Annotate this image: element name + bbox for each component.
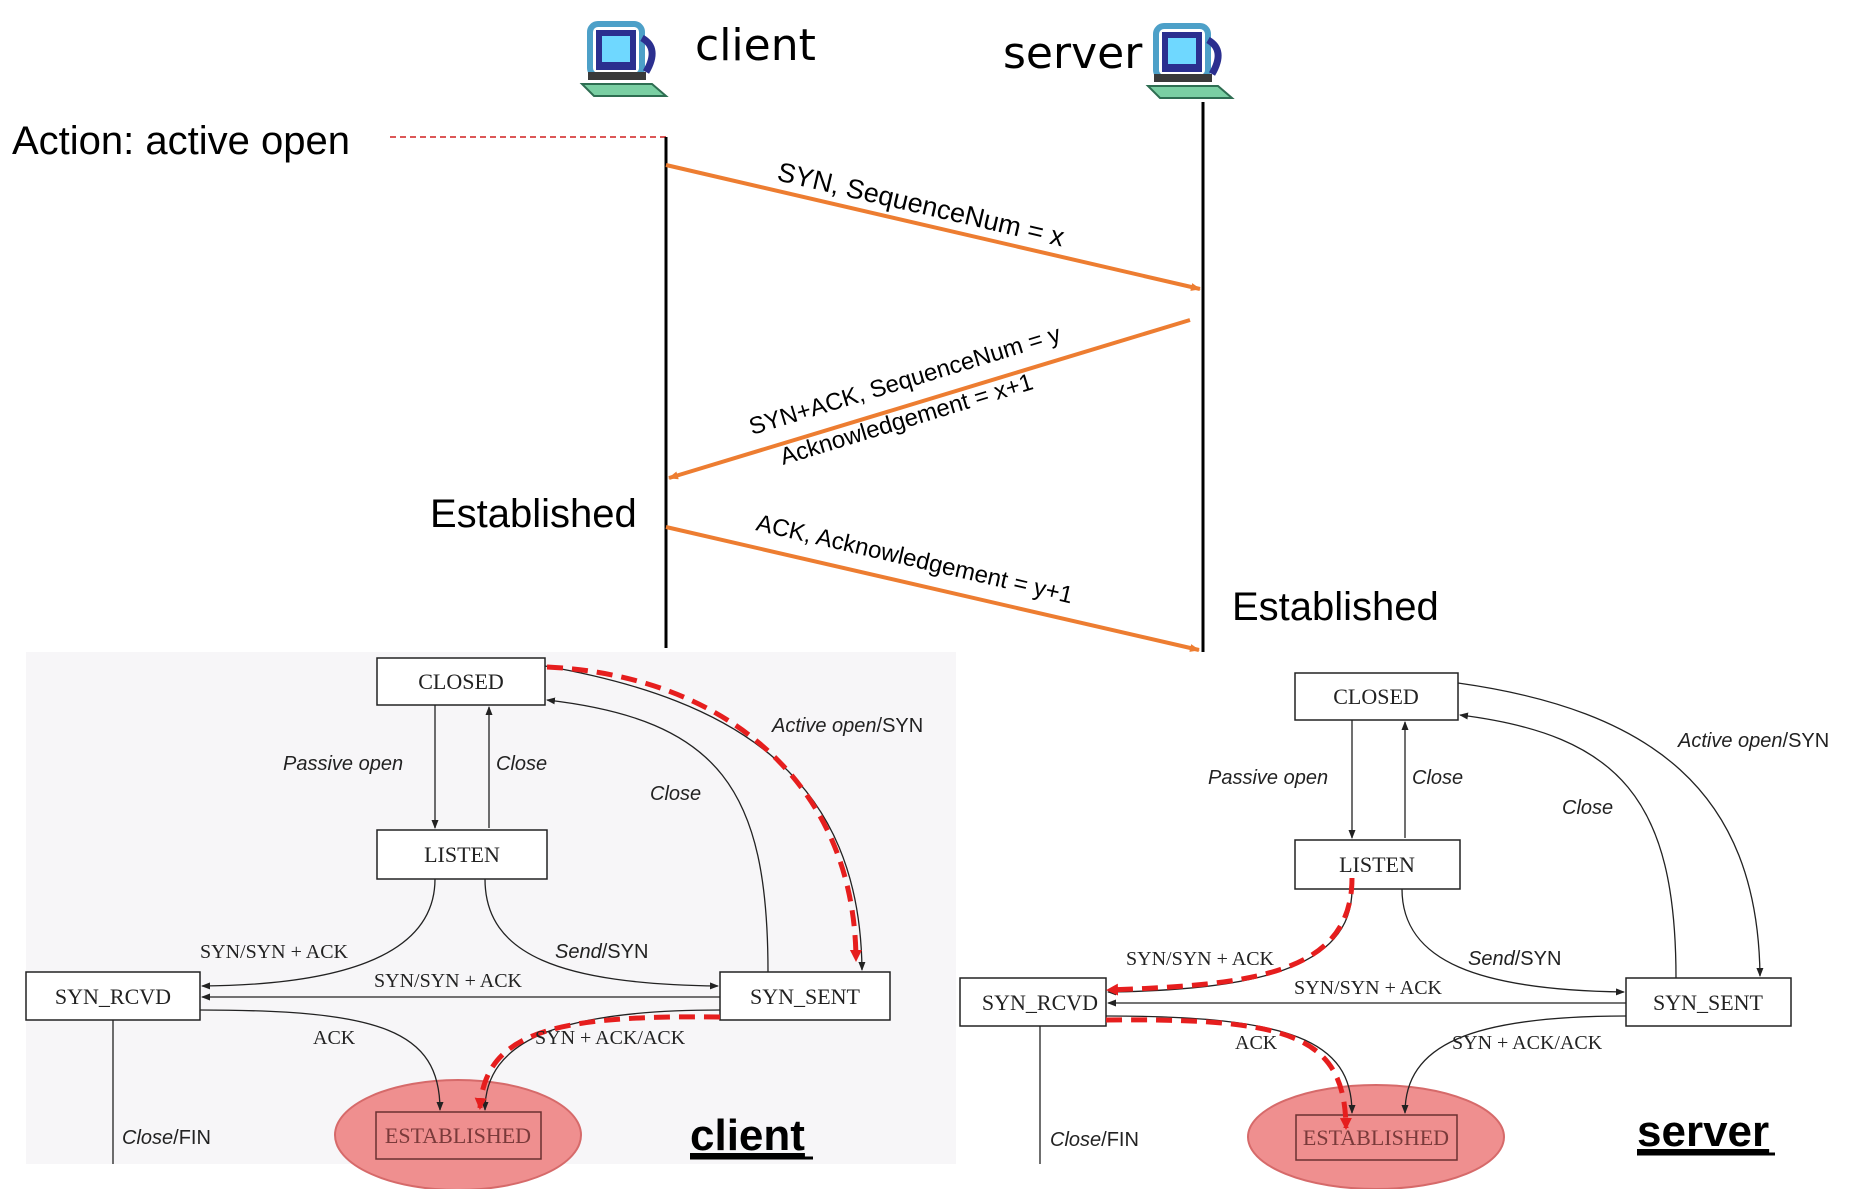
syn-arrow [665, 163, 1201, 291]
server-closed-to-synsent [1457, 682, 1764, 977]
server-listen-label: LISTEN [1339, 852, 1415, 877]
client-closed-box [376, 657, 546, 706]
client-syn-synack-label-1: SYN/SYN + ACK [200, 941, 349, 963]
ack-arrow [665, 525, 1200, 652]
client-synsent-to-closed [546, 697, 769, 973]
client-closed-label: CLOSED [418, 669, 504, 694]
server-closed-label: CLOSED [1333, 684, 1419, 709]
server-syn-synack-label-1: SYN/SYN + ACK [1126, 948, 1275, 970]
client-highlight-closed-to-synsent [546, 664, 862, 962]
server-close-label-2: Close [1562, 797, 1613, 819]
server-active-open-label: Active open/SYN [1677, 730, 1829, 752]
server-synrcvd-box [959, 977, 1107, 1027]
client-syn-synack-label-2: SYN/SYN + ACK [374, 970, 523, 992]
client-ack-label: ACK [313, 1027, 356, 1049]
server-close-label-1: Close [1412, 767, 1463, 789]
server-synrcvd-label: SYN_RCVD [982, 990, 1098, 1015]
server-computer-icon [1148, 26, 1232, 98]
syn-message-label: SYN, SequenceNum = x [775, 157, 1068, 253]
server-syn-synack-label-2: SYN/SYN + ACK [1294, 977, 1443, 999]
client-send-syn-label: Send/SYN [555, 941, 648, 963]
client-listen-to-synsent [484, 878, 719, 990]
client-synsent-box [719, 971, 891, 1021]
client-synrcvd-to-established [199, 1009, 444, 1111]
server-close-fin-label: Close/FIN [1050, 1129, 1139, 1151]
server-established-label: Established [1232, 585, 1439, 629]
client-established-highlight [334, 1079, 582, 1189]
client-synack-ack-label: SYN + ACK/ACK [535, 1027, 686, 1049]
server-synsent-to-closed [1459, 712, 1677, 979]
server-synack-ack-label: SYN + ACK/ACK [1452, 1032, 1603, 1054]
server-synsent-box [1625, 977, 1792, 1027]
server-listen-to-synsent [1401, 888, 1625, 996]
client-close-fin-label: Close/FIN [122, 1127, 211, 1149]
client-listen-label: LISTEN [424, 842, 500, 867]
client-established-box [375, 1111, 542, 1160]
server-passive-open-label: Passive open [1208, 767, 1328, 789]
client-caption: client [690, 1111, 805, 1160]
server-state-diagram: CLOSED LISTEN SYN_RCVD SYN_SENT ESTABLIS… [959, 652, 1862, 1189]
client-computer-icon [582, 24, 666, 96]
client-established-label: Established [430, 492, 637, 536]
synack-arrow [668, 318, 1191, 480]
server-panel-bg [960, 652, 1862, 1164]
server-synsent-to-established [1401, 1015, 1627, 1114]
client-synsent-label: SYN_SENT [750, 984, 861, 1009]
server-send-syn-label: Send/SYN [1468, 948, 1561, 970]
server-established-highlight [1247, 1084, 1505, 1189]
server-highlight-synrcvd-to-established [1105, 1017, 1352, 1130]
server-listen-box [1294, 839, 1461, 890]
server-highlight-listen-to-synrcvd [1106, 877, 1355, 996]
client-state-diagram: CLOSED LISTEN SYN_RCVD SYN_SENT ESTABLIS… [25, 652, 956, 1189]
server-established-box [1295, 1114, 1458, 1161]
client-established-label-state: ESTABLISHED [385, 1123, 531, 1148]
server-header-label: server [1003, 28, 1143, 79]
client-active-open-label: Active open/SYN [771, 715, 923, 737]
server-ack-label: ACK [1235, 1032, 1278, 1054]
server-caption: server [1637, 1107, 1769, 1156]
client-listen-to-synrcvd [201, 878, 436, 990]
client-highlight-synsent-to-established [474, 1014, 721, 1110]
server-established-label-state: ESTABLISHED [1303, 1125, 1449, 1150]
client-close-label-1: Close [496, 753, 547, 775]
server-synsent-label: SYN_SENT [1653, 990, 1764, 1015]
server-closed-box [1294, 672, 1459, 721]
client-listen-box [376, 829, 548, 880]
server-synrcvd-to-established [1105, 1015, 1356, 1114]
client-close-label-2: Close [650, 783, 701, 805]
client-passive-open-label: Passive open [283, 753, 403, 775]
client-synrcvd-box [25, 971, 201, 1021]
client-header-label: client [695, 20, 816, 71]
client-synrcvd-label: SYN_RCVD [55, 984, 171, 1009]
action-active-open-label: Action: active open [12, 119, 350, 163]
